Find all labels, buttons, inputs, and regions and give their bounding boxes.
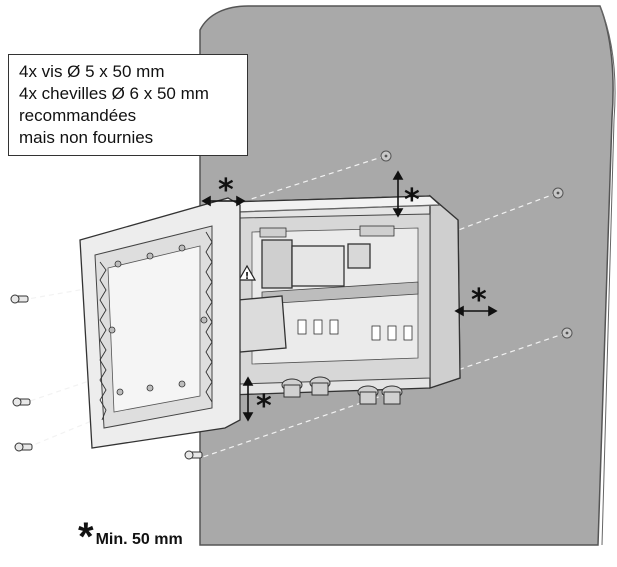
note-line-screws: 4x vis Ø 5 x 50 mm xyxy=(19,62,165,81)
warning-symbol: ! xyxy=(245,271,250,282)
screw-3 xyxy=(14,442,33,452)
note-line-anchors: 4x chevilles Ø 6 x 50 mm xyxy=(19,84,209,103)
enclosure-base xyxy=(226,194,461,396)
screw-4 xyxy=(184,450,203,460)
screw-1 xyxy=(10,294,29,304)
note-line-not-supplied: mais non fournies xyxy=(19,128,154,147)
clearance-marker-bottom: * xyxy=(256,389,272,424)
note-line-recommended: recommandées xyxy=(19,106,137,125)
enclosure-door xyxy=(79,197,241,449)
clearance-marker-right: * xyxy=(471,283,487,318)
legend-star: * xyxy=(78,515,94,559)
wall-edge xyxy=(599,5,616,546)
screw-note-box: 4x vis Ø 5 x 50 mm 4x chevilles Ø 6 x 50… xyxy=(8,54,248,156)
screws xyxy=(10,294,203,460)
clearance-markers: * * * * xyxy=(218,173,487,424)
clearance-legend: *Min. 50 mm xyxy=(78,517,183,557)
warning-triangle-icon: ! xyxy=(237,264,257,282)
clearance-arrows xyxy=(201,170,498,422)
legend-text: Min. 50 mm xyxy=(95,531,183,548)
clearance-marker-top: * xyxy=(404,183,420,218)
cable-glands xyxy=(281,376,403,405)
clearance-marker-left: * xyxy=(218,173,234,208)
screw-2 xyxy=(12,397,31,407)
